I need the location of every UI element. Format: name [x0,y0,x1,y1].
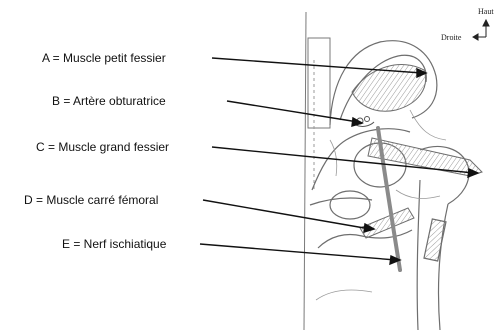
midline [304,12,330,330]
label-c-gluteus-maximus: C = Muscle grand fessier [36,140,169,154]
orientation-top-label: Haut [478,7,494,16]
label-a-gluteus-minimus: A = Muscle petit fessier [42,51,166,65]
orientation-arrows [473,20,489,40]
label-b-obturator-artery: B = Artère obturatrice [52,94,166,108]
gluteus-minimus-shape [352,65,426,112]
leader-D [203,200,370,229]
leader-B [227,101,358,122]
obturator-foramen [330,191,370,219]
label-d-quadratus-femoris: D = Muscle carré fémoral [24,193,158,207]
leader-E [200,244,396,260]
orientation-right-label: Droite [441,33,461,42]
label-e-sciatic-nerve: E = Nerf ischiatique [62,237,166,251]
